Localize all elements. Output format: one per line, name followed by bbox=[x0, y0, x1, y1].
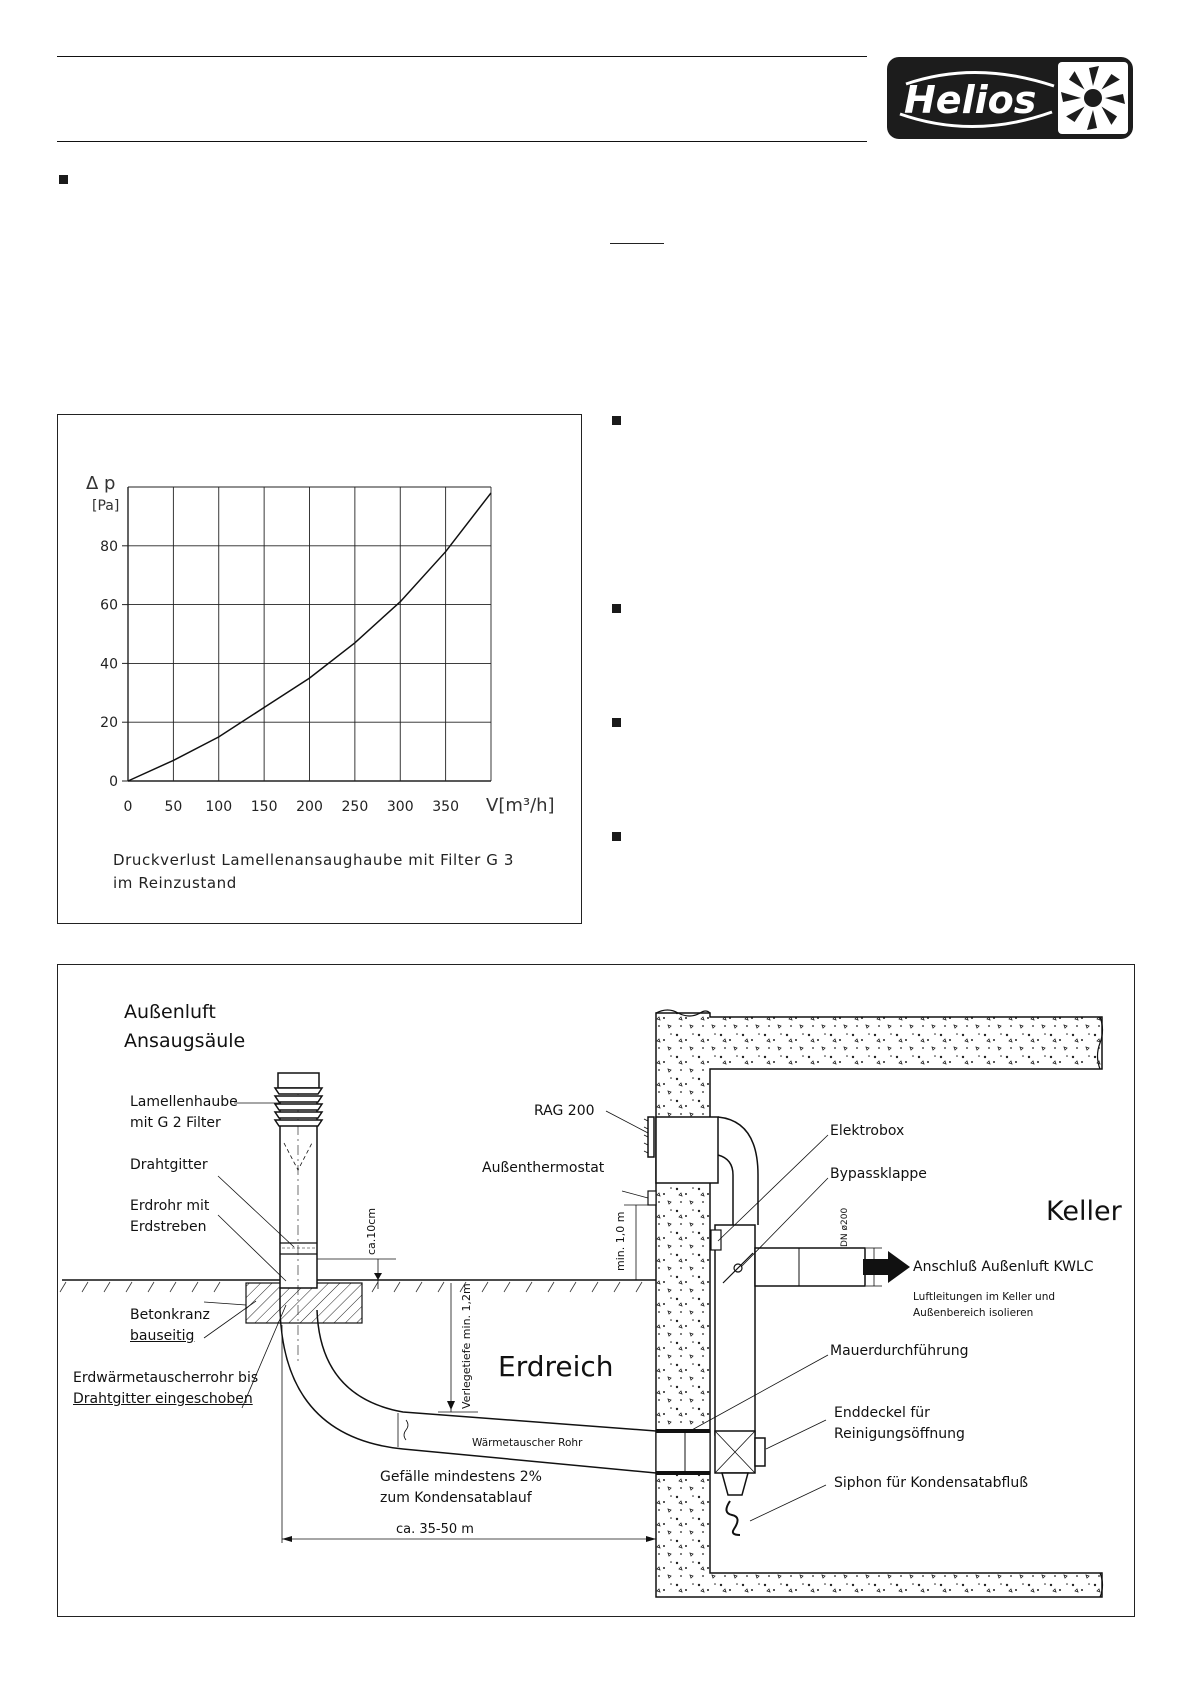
bullet bbox=[612, 832, 621, 841]
label-connection: Anschluß Außenluft KWLC bbox=[913, 1259, 1094, 1275]
earth-tube-outer bbox=[279, 1288, 657, 1474]
x-tick-label: 150 bbox=[251, 799, 278, 815]
helios-logo: Helios bbox=[886, 56, 1134, 140]
label-lamella-hood-1: Lamellenhaube bbox=[130, 1094, 238, 1110]
label-earth-heat-exchanger-1: Erdwärmetauscherrohr bis bbox=[73, 1370, 259, 1386]
y-tick-label: 60 bbox=[100, 598, 118, 614]
label-slope-1: Gefälle mindestens 2% bbox=[380, 1469, 542, 1485]
label-wall-duct: Mauerdurchführung bbox=[830, 1343, 969, 1359]
building-wall bbox=[655, 1012, 1103, 1598]
label-slope-2: zum Kondensatablauf bbox=[380, 1490, 532, 1506]
label-bypass-flap: Bypassklappe bbox=[830, 1166, 927, 1182]
concrete-ring bbox=[245, 1282, 363, 1324]
label-earth-heat-exchanger-2: Drahtgitter eingeschoben bbox=[73, 1391, 253, 1407]
diagram-title-line-1: Außenluft bbox=[124, 1001, 216, 1023]
x-tick-label: 250 bbox=[342, 799, 369, 815]
x-tick-label: 200 bbox=[296, 799, 323, 815]
label-basement: Keller bbox=[1046, 1196, 1122, 1227]
label-heat-exchanger-pipe: Wärmetauscher Rohr bbox=[472, 1437, 583, 1449]
label-laying-depth: Verlegetiefe min. 1,2m bbox=[460, 1283, 473, 1409]
ground-hatching bbox=[59, 1281, 643, 1293]
label-concrete-ring-2: bauseitig bbox=[130, 1328, 195, 1344]
diagram-title-line-2: Ansaugsäule bbox=[124, 1030, 246, 1052]
header-rule-top bbox=[57, 56, 867, 57]
bullet bbox=[612, 416, 621, 425]
label-earth-pipe-2: Erdstreben bbox=[130, 1219, 207, 1235]
x-tick-label: 0 bbox=[124, 799, 133, 815]
label-end-cap-1: Enddeckel für bbox=[834, 1405, 930, 1421]
label-insulate-1: Luftleitungen im Keller und bbox=[913, 1291, 1056, 1303]
installation-diagram: Außenluft Ansaugsäule Lamellenhaube mit … bbox=[57, 964, 1135, 1617]
x-tick-label: 100 bbox=[205, 799, 232, 815]
chart-caption-line-2: im Reinzustand bbox=[113, 874, 237, 892]
label-distance: ca. 35-50 m bbox=[396, 1522, 474, 1537]
label-insulate-2: Außenbereich isolieren bbox=[913, 1307, 1034, 1319]
y-axis-symbol: Δ p bbox=[86, 473, 115, 494]
outdoor-thermostat bbox=[647, 1190, 657, 1206]
label-outdoor-thermostat: Außenthermostat bbox=[482, 1160, 605, 1176]
logo-wordmark: Helios bbox=[904, 78, 1036, 122]
chart-ticks: 0 20 40 60 80 0 50 100 150 200 250 300 350 bbox=[100, 539, 459, 815]
label-lamella-hood-2: mit G 2 Filter bbox=[130, 1115, 221, 1131]
x-tick-label: 350 bbox=[432, 799, 459, 815]
x-axis-label: V[m³/h] bbox=[486, 795, 555, 816]
y-tick-label: 80 bbox=[100, 539, 118, 555]
label-concrete-ring-1: Betonkranz bbox=[130, 1307, 210, 1323]
lamella-hood bbox=[273, 1072, 324, 1127]
rag-200-grille bbox=[647, 1116, 655, 1158]
earth-tube-inner bbox=[316, 1309, 657, 1432]
label-min-1m: min. 1,0 m bbox=[614, 1211, 627, 1271]
y-tick-label: 20 bbox=[100, 715, 118, 731]
bullet bbox=[612, 604, 621, 613]
label-electro-box: Elektrobox bbox=[830, 1123, 905, 1139]
label-wire-mesh: Drahtgitter bbox=[130, 1157, 208, 1173]
short-rule bbox=[610, 243, 664, 244]
x-tick-label: 300 bbox=[387, 799, 414, 815]
chart-caption-line-1: Druckverlust Lamellenansaughaube mit Fil… bbox=[113, 851, 514, 869]
connection-arrow-icon bbox=[863, 1251, 910, 1283]
y-tick-label: 0 bbox=[109, 774, 118, 790]
label-end-cap-2: Reinigungsöffnung bbox=[834, 1426, 965, 1442]
label-dn200: DN ø200 bbox=[840, 1207, 850, 1247]
y-tick-label: 40 bbox=[100, 656, 118, 672]
chart-grid bbox=[127, 486, 492, 782]
pressure-curve bbox=[127, 492, 492, 782]
bullet bbox=[59, 175, 68, 184]
electro-box bbox=[710, 1229, 722, 1251]
label-rag-200: RAG 200 bbox=[534, 1103, 595, 1119]
label-ca10cm: ca.10cm bbox=[365, 1207, 378, 1255]
label-siphon: Siphon für Kondensatabfluß bbox=[834, 1475, 1029, 1491]
label-soil: Erdreich bbox=[498, 1350, 614, 1383]
y-axis-unit: [Pa] bbox=[92, 498, 119, 514]
label-earth-pipe-1: Erdrohr mit bbox=[130, 1198, 210, 1214]
header-rule-bottom bbox=[57, 141, 867, 142]
bullet bbox=[612, 718, 621, 727]
fan-icon bbox=[1061, 66, 1125, 130]
x-tick-label: 50 bbox=[164, 799, 182, 815]
installation-drawing bbox=[59, 1009, 1104, 1598]
